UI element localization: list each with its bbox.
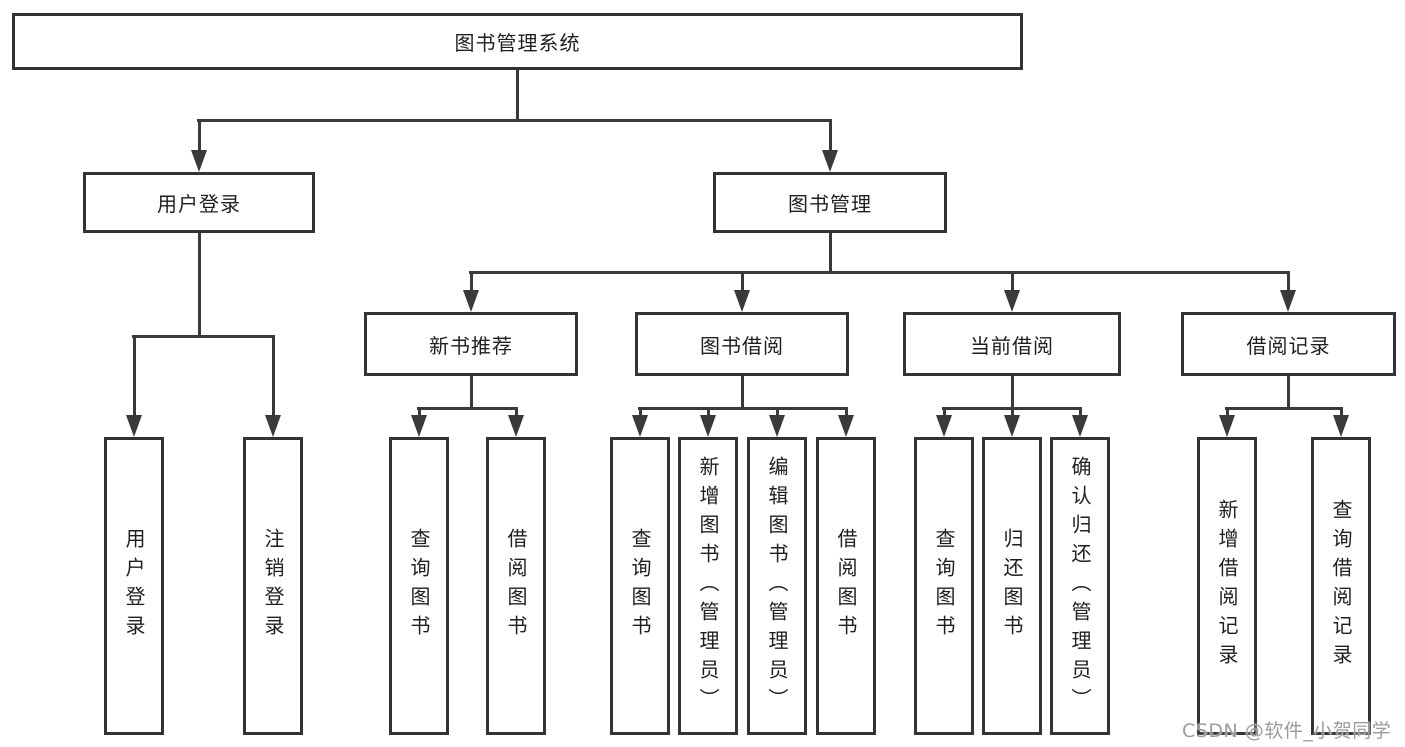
leaf-bb-edit-books-admin-label: 编辑图书（管理员）	[765, 455, 789, 717]
connector-user-login-trunk	[198, 233, 201, 337]
node-library-management-system: 图书管理系统	[12, 13, 1023, 70]
leaf-cb-confirm-return-admin-label: 确认归还（管理员）	[1068, 455, 1092, 717]
node-current-borrow-label: 当前借阅	[970, 333, 1054, 358]
connector-book-mgmt-drop-4	[1287, 271, 1290, 294]
leaf-bb-borrow-books-label: 借阅图书	[834, 528, 858, 644]
node-book-borrow: 图书借阅	[635, 312, 849, 376]
node-new-book-recommend: 新书推荐	[364, 312, 578, 376]
leaf-br-add-record: 新增借阅记录	[1197, 437, 1257, 735]
arrowhead-nb-query-books	[411, 415, 427, 437]
leaf-logout: 注销登录	[243, 437, 303, 735]
arrowhead-borrow-records	[1280, 290, 1296, 312]
connector-user-login-bar	[132, 335, 275, 338]
connector-book-mgmt-bar	[469, 271, 1290, 274]
node-current-borrow: 当前借阅	[903, 312, 1121, 376]
connector-br-drop-1	[1226, 407, 1229, 417]
arrowhead-br-query-record	[1333, 415, 1349, 437]
arrowhead-bb-add-books	[700, 415, 716, 437]
leaf-cb-confirm-return-admin: 确认归还（管理员）	[1050, 437, 1110, 735]
leaf-bb-add-books-admin: 新增图书（管理员）	[678, 437, 738, 735]
node-borrow-records-label: 借阅记录	[1246, 333, 1331, 358]
node-user-login: 用户登录	[83, 172, 315, 233]
connector-book-mgmt-drop-2	[741, 271, 744, 294]
connector-bb-trunk	[741, 376, 744, 409]
leaf-bb-borrow-books: 借阅图书	[816, 437, 876, 735]
leaf-br-query-record: 查询借阅记录	[1311, 437, 1371, 735]
leaf-nb-query-books: 查询图书	[389, 437, 449, 735]
connector-cb-trunk	[1011, 376, 1014, 409]
leaf-nb-borrow-books: 借阅图书	[486, 437, 546, 735]
connector-br-drop-2	[1340, 407, 1343, 417]
leaf-bb-add-books-admin-label: 新增图书（管理员）	[696, 455, 720, 717]
leaf-bb-query-books: 查询图书	[610, 437, 670, 735]
connector-book-mgmt-trunk	[829, 233, 832, 273]
arrowhead-new-book-recommend	[463, 290, 479, 312]
node-book-management-label: 图书管理	[788, 192, 872, 216]
leaf-user-login: 用户登录	[104, 437, 164, 735]
connector-nb-drop-2	[515, 407, 518, 417]
leaf-bb-edit-books-admin: 编辑图书（管理员）	[747, 437, 807, 735]
connector-book-mgmt-drop-3	[1011, 271, 1014, 294]
node-book-borrow-label: 图书借阅	[700, 333, 784, 358]
leaf-nb-query-books-label: 查询图书	[407, 528, 431, 644]
arrowhead-bb-edit-books	[769, 415, 785, 437]
arrowhead-bb-query-books	[632, 415, 648, 437]
connector-bb-bar	[638, 407, 848, 410]
node-book-management: 图书管理	[713, 172, 947, 233]
connector-user-login-drop-2	[272, 335, 275, 417]
connector-nb-trunk	[470, 376, 473, 409]
leaf-br-add-record-label: 新增借阅记录	[1215, 499, 1239, 673]
connector-cb-drop-2	[1011, 407, 1014, 417]
csdn-watermark: CSDN @软件_小贺同学	[1182, 720, 1392, 742]
connector-bb-drop-1	[639, 407, 642, 417]
connector-bb-drop-3	[776, 407, 779, 417]
leaf-bb-query-books-label: 查询图书	[628, 528, 652, 644]
arrowhead-book-management	[822, 150, 838, 172]
connector-root-drop-right	[829, 119, 832, 152]
arrowhead-cb-query-books	[936, 415, 952, 437]
arrowhead-book-borrow	[734, 290, 750, 312]
connector-bb-drop-4	[845, 407, 848, 417]
connector-nb-bar	[417, 407, 518, 410]
connector-root-bar	[197, 119, 832, 122]
arrowhead-leaf-logout	[265, 415, 281, 437]
arrowhead-leaf-user-login	[126, 415, 142, 437]
leaf-logout-label: 注销登录	[261, 528, 285, 644]
node-user-login-label: 用户登录	[157, 192, 241, 216]
connector-br-bar	[1225, 407, 1343, 410]
leaf-cb-return-books: 归还图书	[982, 437, 1042, 735]
arrowhead-bb-borrow-books	[838, 415, 854, 437]
arrowhead-user-login	[191, 150, 207, 172]
connector-user-login-drop-1	[133, 335, 136, 417]
node-borrow-records: 借阅记录	[1181, 312, 1396, 376]
connector-nb-drop-1	[418, 407, 421, 417]
leaf-nb-borrow-books-label: 借阅图书	[504, 528, 528, 644]
connector-cb-drop-3	[1079, 407, 1082, 417]
leaf-cb-return-books-label: 归还图书	[1000, 528, 1024, 644]
node-new-book-recommend-label: 新书推荐	[429, 333, 513, 358]
arrowhead-current-borrow	[1004, 290, 1020, 312]
arrowhead-cb-confirm-return	[1072, 415, 1088, 437]
connector-bb-drop-2	[707, 407, 710, 417]
leaf-user-login-label: 用户登录	[122, 528, 146, 644]
connector-book-mgmt-drop-1	[470, 271, 473, 294]
arrowhead-nb-borrow-books	[508, 415, 524, 437]
leaf-cb-query-books-label: 查询图书	[932, 528, 956, 644]
connector-cb-drop-1	[943, 407, 946, 417]
leaf-cb-query-books: 查询图书	[914, 437, 974, 735]
arrowhead-cb-return-books	[1004, 415, 1020, 437]
connector-br-trunk	[1287, 376, 1290, 409]
connector-root-drop-left	[198, 119, 201, 152]
connector-root-trunk	[516, 70, 519, 121]
leaf-br-query-record-label: 查询借阅记录	[1329, 499, 1353, 673]
node-library-management-system-label: 图书管理系统	[454, 31, 581, 55]
arrowhead-br-add-record	[1219, 415, 1235, 437]
